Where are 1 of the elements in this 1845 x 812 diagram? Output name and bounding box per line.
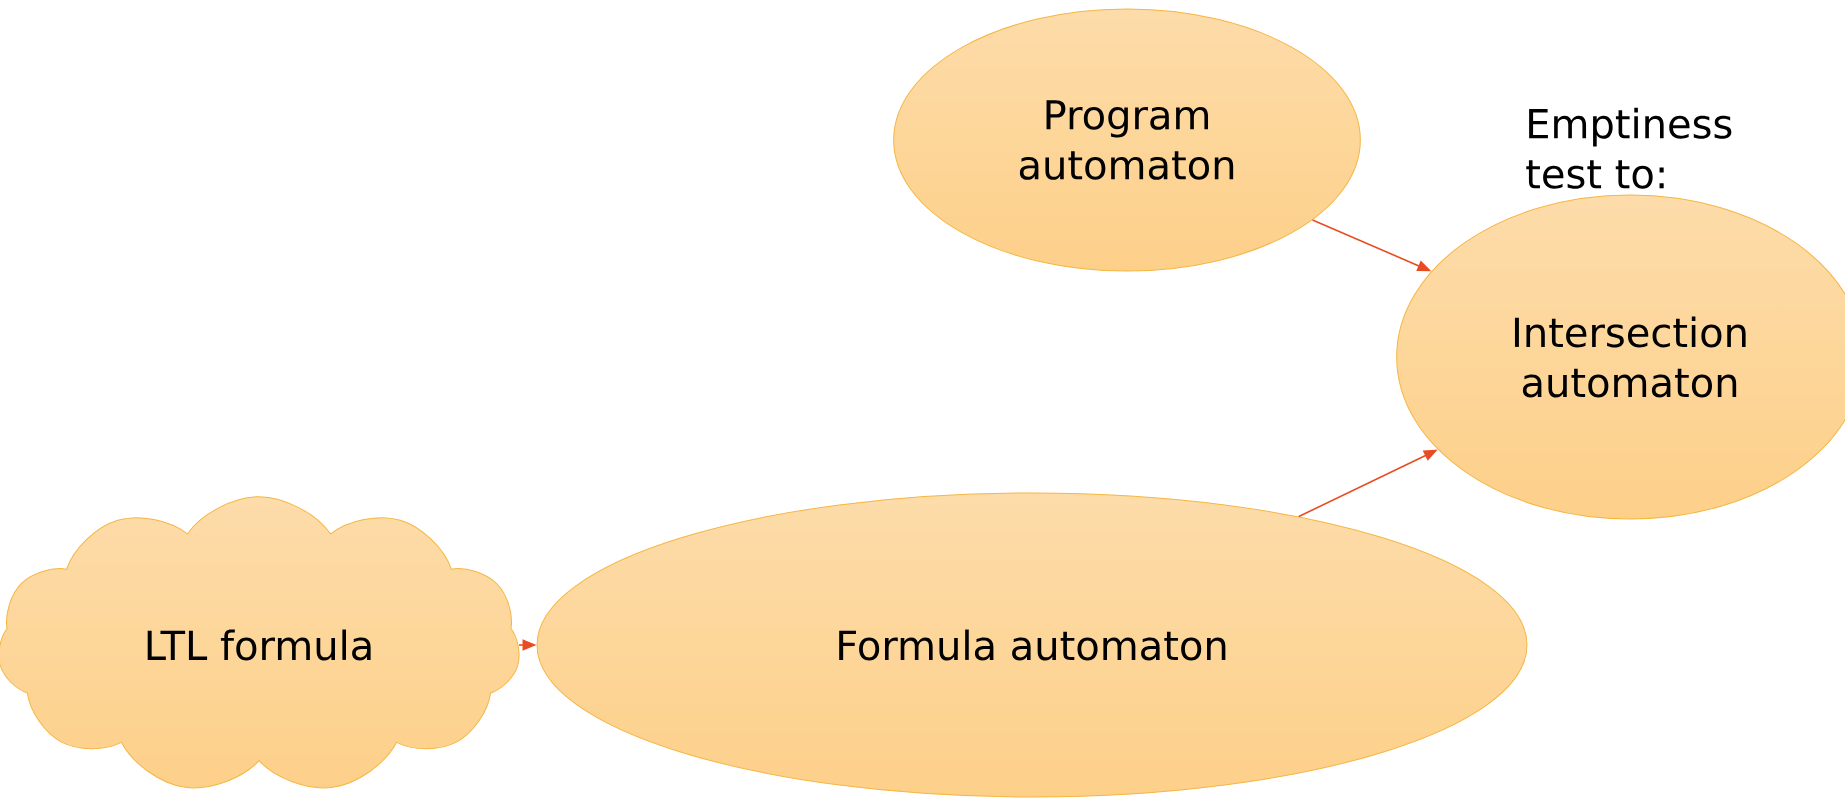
heading: Emptiness test to: xyxy=(1526,107,1732,189)
